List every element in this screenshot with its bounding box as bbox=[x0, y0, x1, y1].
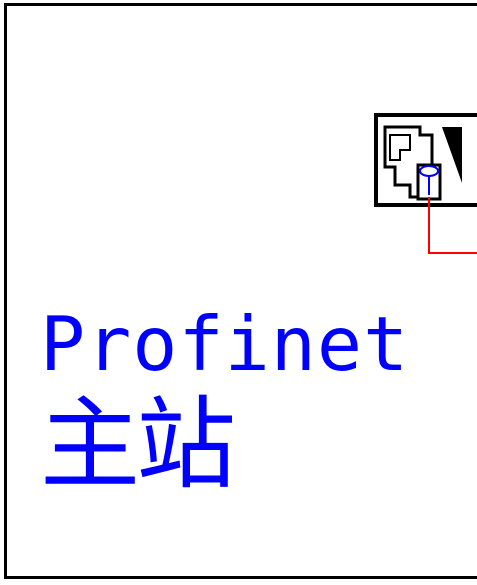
cable-wire bbox=[428, 197, 477, 254]
port-inner-outline bbox=[383, 125, 434, 199]
port-latch bbox=[442, 127, 462, 183]
device-label-line1: Profinet bbox=[40, 300, 410, 388]
rj45-port-icon bbox=[374, 113, 477, 254]
device-frame bbox=[4, 3, 477, 579]
port-contact-block bbox=[389, 134, 411, 161]
device-label-line2: 主站 bbox=[40, 386, 236, 503]
